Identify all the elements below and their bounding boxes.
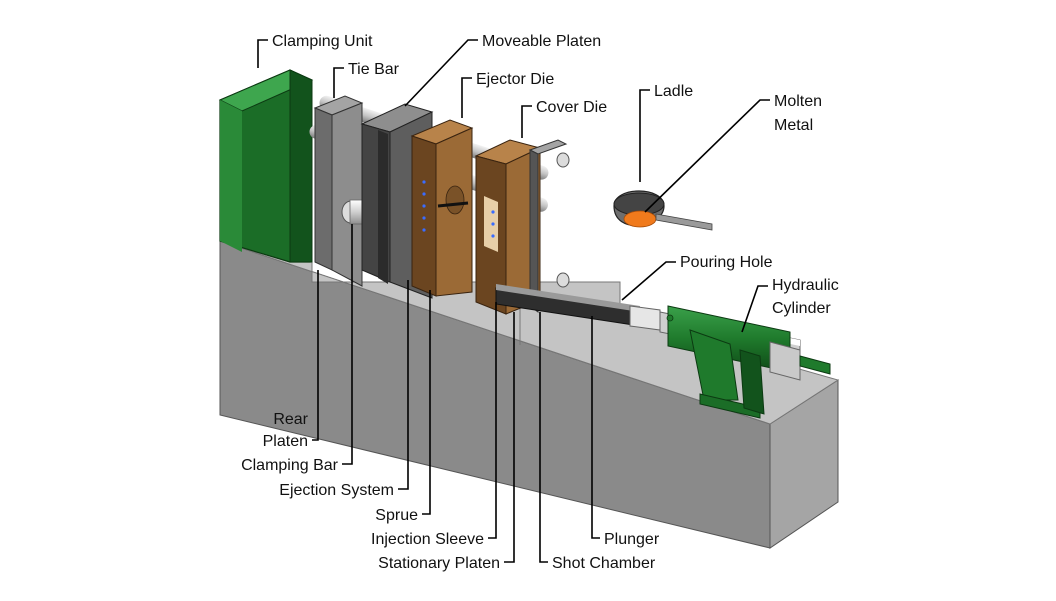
rear-platen [313,95,364,287]
label-plunger: Plunger [604,531,660,548]
label-moveable-platen: Moveable Platen [482,33,601,50]
label-molten-metal-line2: Metal [774,117,813,134]
molten-metal [623,210,657,228]
label-sprue: Sprue [375,507,418,524]
label-rear-platen-line1: Rear [273,411,308,428]
label-ejection-system: Ejection System [279,482,394,499]
hydraulic-cylinder [659,305,831,419]
ladle [613,190,713,231]
labels: Clamping Unit Tie Bar Moveable Platen Ej… [241,33,839,572]
label-ladle: Ladle [654,83,693,100]
label-cover-die: Cover Die [536,99,607,116]
label-clamping-unit: Clamping Unit [272,33,373,50]
ejector-die [410,119,474,297]
label-ejector-die: Ejector Die [476,71,554,88]
ejector-pins [422,180,426,232]
label-shot-chamber: Shot Chamber [552,555,656,572]
clamping-unit [218,69,314,263]
leader-lines [257,39,770,563]
label-rear-platen-line2: Platen [263,433,308,450]
label-injection-sleeve: Injection Sleeve [371,531,484,548]
label-molten-metal-line1: Molten [774,93,822,110]
stationary-platen [528,139,570,313]
label-tie-bar: Tie Bar [348,61,400,78]
label-pouring-hole: Pouring Hole [680,254,773,271]
label-clamping-bar: Clamping Bar [241,457,339,474]
label-stationary-platen: Stationary Platen [378,555,500,572]
label-hydraulic-cylinder-line1: Hydraulic [772,277,839,294]
shot-chamber [495,284,661,331]
machine-base [219,240,840,549]
label-hydraulic-cylinder-line2: Cylinder [772,300,831,317]
cover-die-pins [491,210,495,238]
